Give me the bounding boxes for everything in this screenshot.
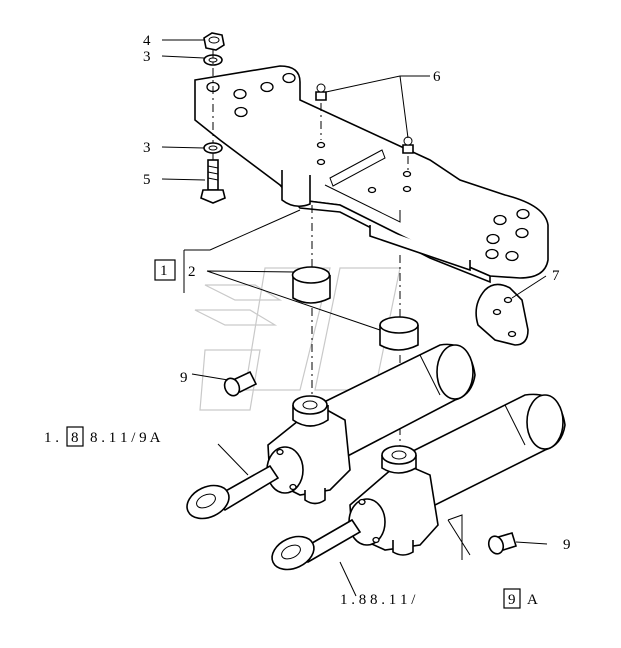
plate-part [475, 283, 529, 346]
reference-right-suffix: A [527, 592, 538, 608]
grease-nipple-right [402, 136, 414, 154]
callout-cross-member: 1 [160, 263, 168, 279]
callout-pin-right: 9 [563, 537, 571, 553]
reference-left-suffix: 8 . 1 1 / 9 A [90, 430, 161, 446]
reference-left-boxed: 8 [71, 430, 79, 446]
reference-right-boxed: 9 [508, 592, 516, 608]
nut-part [203, 32, 225, 51]
callout-plate: 7 [552, 268, 560, 284]
callout-bushing: 2 [188, 264, 196, 280]
callout-pin-left: 9 [180, 370, 188, 386]
bushing-left [291, 266, 331, 304]
pin-right [487, 532, 517, 555]
reference-right: 1 . 8 8 . 1 1 / 9 A [340, 588, 538, 609]
steering-cylinder-left [186, 343, 476, 520]
reference-left: 1 . 8 8 . 1 1 / 9 A [44, 426, 161, 447]
pin-left [223, 370, 258, 397]
reference-left-prefix: 1 . [44, 430, 59, 446]
reference-right-prefix: 1 . 8 8 . 1 1 / [340, 592, 416, 608]
callout-grease-nipple: 6 [433, 69, 441, 85]
steering-cylinder-right [271, 393, 566, 571]
cross-member-bracket [194, 65, 549, 284]
bolt-part [200, 159, 226, 204]
callout-cross-member-group: 1 2 [154, 259, 196, 281]
bushing-right [379, 316, 419, 351]
callout-nut: 4 [143, 33, 151, 49]
callout-washer-bottom: 3 [143, 140, 151, 156]
callout-bolt: 5 [143, 172, 151, 188]
leader-lines [161, 39, 548, 597]
washer-bottom-part [203, 142, 223, 154]
callout-washer-top: 3 [143, 49, 151, 65]
grease-nipple-left [315, 83, 327, 101]
